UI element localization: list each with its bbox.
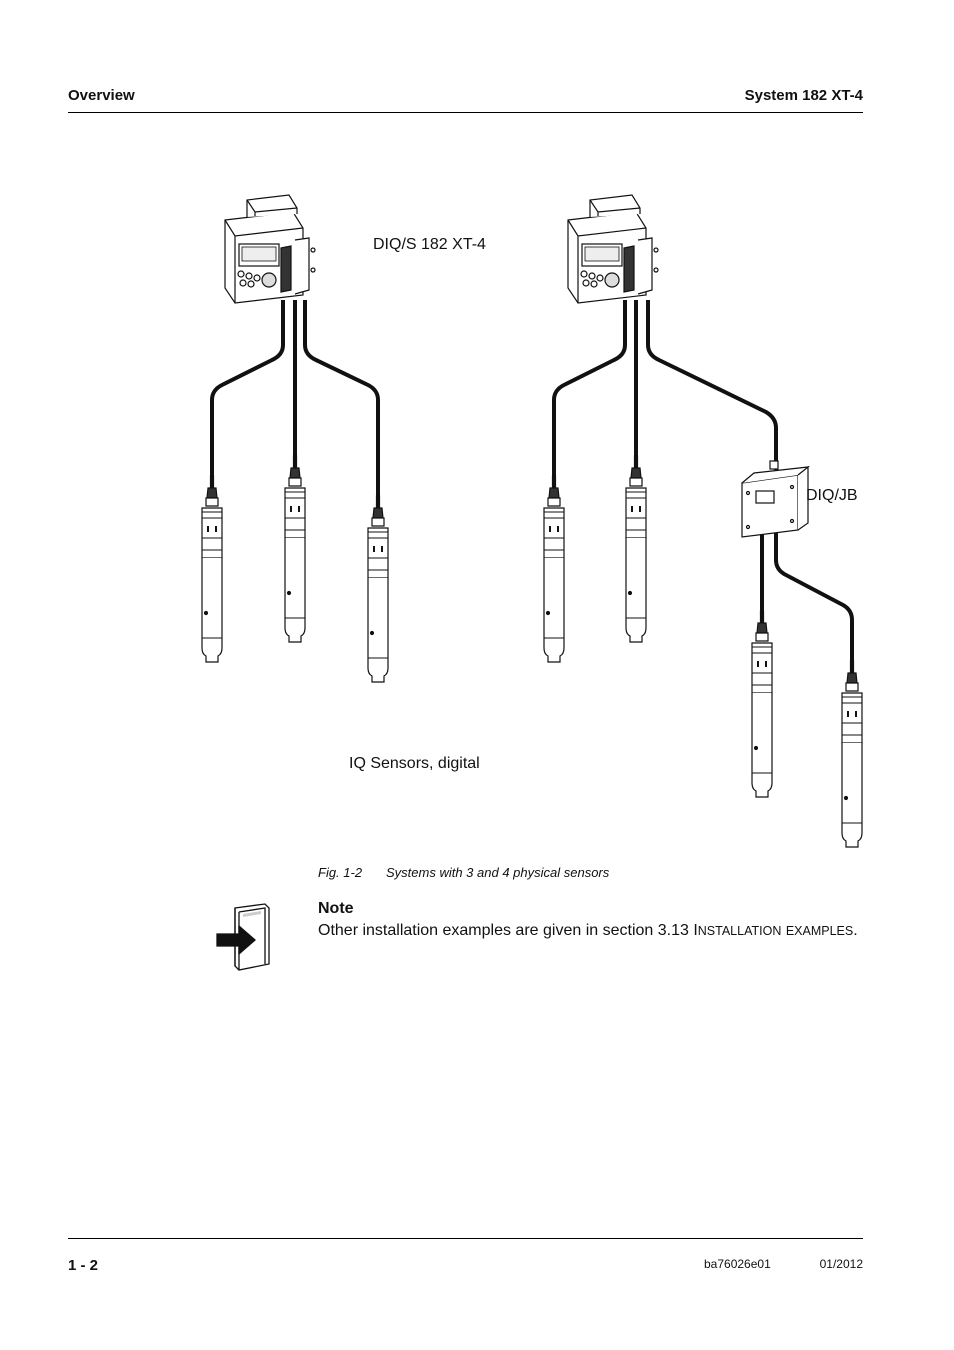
- sensor-2-icon: [284, 455, 306, 643]
- sensor-6-icon: [751, 610, 773, 798]
- controller-left-icon: [224, 194, 316, 304]
- system-figure: [201, 194, 863, 848]
- figure-caption: Fig. 1-2 Systems with 3 and 4 physical se…: [318, 865, 609, 880]
- header-rule: [68, 112, 863, 113]
- sensor-7-icon: [841, 660, 863, 848]
- header-product: System 182 XT-4: [744, 87, 863, 104]
- sensor-3-icon: [367, 495, 389, 683]
- footer-rule: [68, 1238, 863, 1239]
- controller-label: DIQ/S 182 XT-4: [373, 236, 486, 253]
- sensors-label: IQ Sensors, digital: [349, 755, 480, 772]
- controller-right-icon: [567, 194, 659, 304]
- page-number: 1 - 2: [68, 1257, 99, 1274]
- sensor-4-icon: [543, 475, 565, 663]
- cables-right: [552, 300, 854, 665]
- cables-left: [210, 300, 380, 500]
- book-arrow-icon: [216, 903, 270, 971]
- document-date: 01/2012: [819, 1257, 863, 1271]
- document-id: ba76026e01: [704, 1257, 771, 1271]
- junction-box-label: DIQ/JB: [806, 487, 858, 504]
- caption-text: Systems with 3 and 4 physical sensors: [386, 865, 610, 880]
- header-section: Overview: [68, 87, 135, 104]
- sensor-1-icon: [201, 475, 223, 663]
- sensor-5-icon: [625, 455, 647, 643]
- note-text: Other installation examples are given in…: [318, 922, 858, 939]
- note-title: Note: [318, 900, 354, 917]
- caption-number: Fig. 1-2: [318, 865, 363, 880]
- junction-box-icon: [741, 460, 810, 538]
